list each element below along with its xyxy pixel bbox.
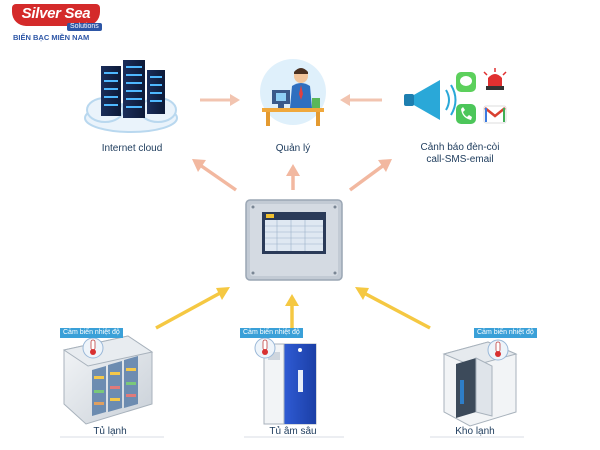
arrow-controller-to-manager	[286, 164, 300, 190]
phone-call-icon	[456, 104, 476, 124]
brand-logo: Silver Sea Solutions BIỂN BẠC MIỀN NAM	[4, 2, 114, 50]
arrow-controller-to-alert	[348, 159, 392, 192]
coldroom-label: Kho lạnh	[455, 426, 495, 437]
arrow-controller-to-cloud	[192, 159, 237, 192]
arrow-alert-to-manager	[340, 94, 382, 106]
alarm-light-icon	[483, 68, 507, 90]
manager-label: Quản lý	[275, 143, 311, 154]
arrow-fridge-to-controller	[155, 287, 230, 330]
controller-box-icon	[245, 199, 343, 281]
server-cloud-icon	[84, 60, 178, 133]
arrow-freezer-to-controller	[285, 294, 299, 330]
thermometer-icon-coldroom	[487, 339, 509, 361]
sensor-tag-freezer: Cảm biến nhiệt độ	[240, 328, 303, 338]
freezer-label: Tủ âm sâu	[269, 426, 317, 437]
thermometer-icon-fridge	[82, 337, 104, 359]
alert-label-line2: call-SMS-email	[426, 154, 494, 165]
logo-tag: Solutions	[67, 23, 102, 31]
alert-siren-icon	[404, 80, 457, 120]
sensor-tag-coldroom: Cảm biến nhiệt độ	[474, 328, 537, 338]
deep-freezer-icon	[263, 343, 317, 425]
sms-icon	[456, 72, 476, 92]
gmail-icon	[483, 105, 507, 124]
logo-subtitle: BIỂN BẠC MIỀN NAM	[13, 33, 90, 42]
fridge-label: Tủ lạnh	[93, 426, 127, 437]
sensor-tag-fridge: Cảm biến nhiệt độ	[60, 328, 123, 338]
arrow-coldroom-to-controller	[355, 287, 431, 330]
manager-desk-icon	[260, 59, 326, 126]
thermometer-icon-freezer	[254, 337, 276, 359]
arrow-cloud-to-manager	[200, 94, 240, 106]
logo-brand: Silver Sea	[12, 4, 100, 26]
alert-label-line1: Cảnh báo đèn-còi	[420, 142, 500, 153]
display-fridge-icon	[62, 335, 154, 425]
cloud-label: Internet cloud	[101, 143, 163, 154]
cold-storage-room-icon	[442, 341, 518, 427]
